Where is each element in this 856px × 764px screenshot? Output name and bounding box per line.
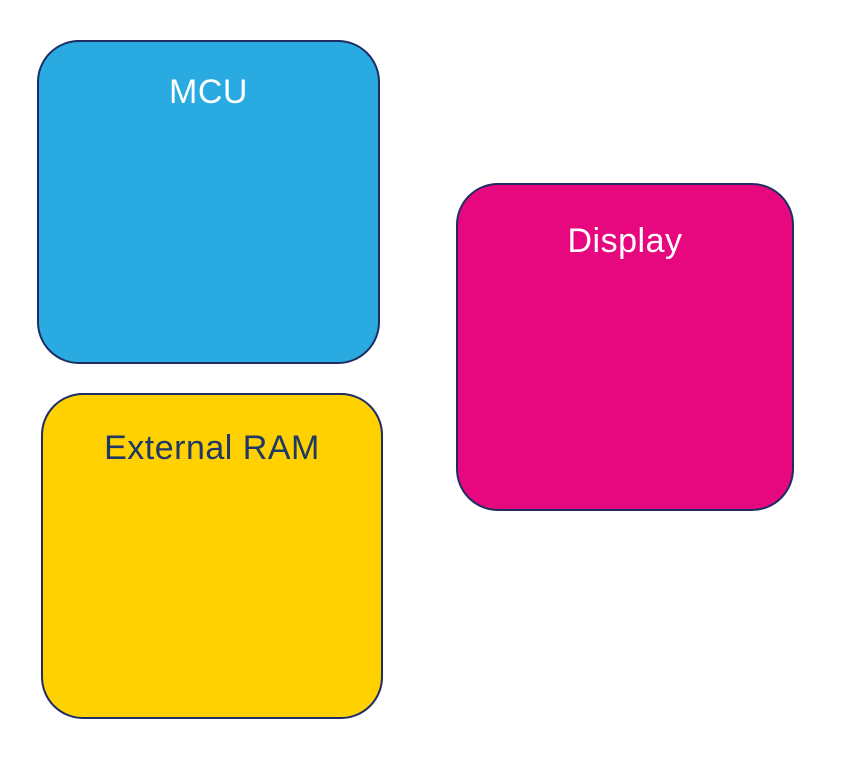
diagram-node-mcu: MCU — [37, 40, 380, 364]
diagram-node-display: Display — [456, 183, 794, 511]
display-label: Display — [567, 222, 683, 260]
diagram-node-external-ram: External RAM — [41, 393, 383, 719]
mcu-label: MCU — [169, 73, 248, 111]
external-ram-label: External RAM — [104, 429, 320, 467]
